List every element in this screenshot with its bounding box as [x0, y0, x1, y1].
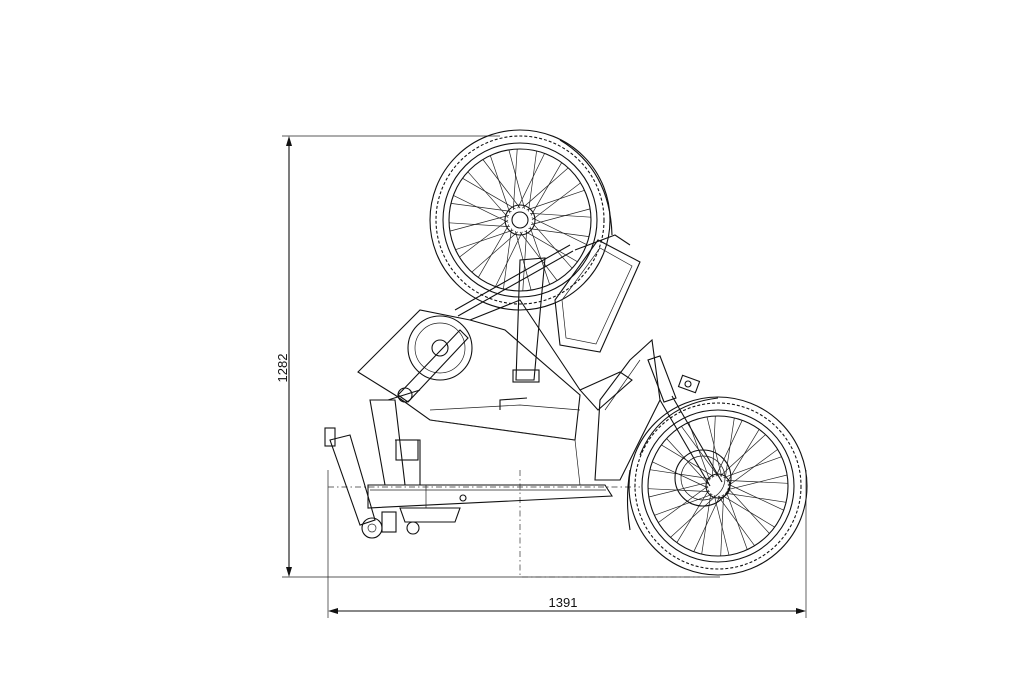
front-wheel-spoke	[658, 485, 709, 523]
front-wheel-spoke	[652, 461, 709, 489]
front-wheel	[626, 396, 808, 576]
front-wheel-spoke	[726, 429, 760, 483]
front-wheel-spoke	[727, 487, 770, 534]
front-wheel-spoke	[712, 416, 716, 478]
top-wheel-spoke	[531, 217, 587, 245]
front-wheel-spoke	[726, 480, 788, 484]
top-wheel-spoke	[482, 159, 521, 209]
front-wheel-spoke	[693, 495, 721, 552]
top-wheel-spoke	[530, 162, 563, 216]
top-wheel-spoke	[449, 215, 509, 232]
front-wheel-spoke	[670, 495, 717, 538]
front-wheel-spoke	[725, 492, 787, 503]
front-wheel-spoke	[648, 481, 709, 498]
top-wheel-spoke	[529, 226, 551, 285]
front-wheel-spoke	[681, 426, 719, 477]
front-wheel-spoke	[666, 438, 709, 485]
top-wheel-spoke	[515, 231, 532, 291]
top-wheel-spoke	[450, 203, 512, 212]
top-wheel-spoke	[528, 150, 537, 212]
front-wheel-spoke	[727, 483, 784, 511]
top-wheel-spoke	[489, 155, 511, 214]
top-wheel-spoke	[529, 212, 591, 218]
front-wheel-spoke	[719, 434, 766, 477]
top-wheel-spoke	[459, 219, 509, 258]
front-wheel-spoke	[724, 417, 735, 479]
front-wheel-spoke	[688, 422, 711, 481]
height-dimension-label: 1282	[275, 354, 290, 383]
top-wheel-spoke	[519, 231, 558, 281]
front-wheel-spoke	[706, 416, 723, 477]
top-wheel-spoke	[477, 224, 510, 278]
top-wheel-spoke	[455, 229, 514, 251]
width-dimension-label: 1391	[549, 595, 578, 610]
front-wheel-spoke	[720, 494, 724, 556]
front-wheel-spoke	[701, 493, 712, 555]
front-wheel-spoke	[661, 444, 715, 478]
top-wheel-spoke	[508, 149, 525, 209]
front-wheel-spoke	[676, 489, 710, 543]
top-wheel-spoke	[462, 177, 516, 210]
caster-wheels	[361, 507, 461, 539]
top-wheel-spoke	[528, 228, 590, 237]
front-wheel-spoke	[727, 474, 788, 491]
handlebar	[324, 427, 376, 526]
front-wheel-spoke	[654, 493, 713, 516]
front-wheel-spoke	[727, 449, 778, 487]
front-wheel-spokes	[648, 416, 788, 556]
top-wheel-spokes	[449, 149, 591, 291]
top-wheel	[429, 129, 613, 311]
battery-box	[554, 234, 641, 353]
front-wheel-spoke	[721, 494, 775, 528]
front-wheel-spoke	[723, 456, 782, 479]
front-wheel-spoke	[717, 495, 755, 546]
front-wheel-spoke	[649, 469, 711, 480]
motor-assembly	[387, 244, 574, 403]
top-wheel-spoke	[522, 167, 569, 209]
top-wheel-spoke	[531, 222, 573, 269]
front-wheel-spoke	[648, 488, 710, 492]
main-frame	[357, 257, 661, 509]
top-wheel-spoke	[467, 171, 509, 218]
top-wheel-spoke	[526, 189, 585, 211]
front-wheel-spoke	[725, 491, 748, 550]
front-wheel-spoke	[713, 495, 730, 556]
reference-lines	[328, 470, 700, 578]
top-wheel-spoke	[503, 228, 512, 290]
top-wheel-spoke	[471, 231, 518, 273]
front-wheel-spoke	[715, 420, 743, 477]
width-dimension: 1391	[327, 470, 807, 618]
top-wheel-spoke	[524, 230, 578, 263]
height-dimension: 1282	[275, 135, 720, 578]
